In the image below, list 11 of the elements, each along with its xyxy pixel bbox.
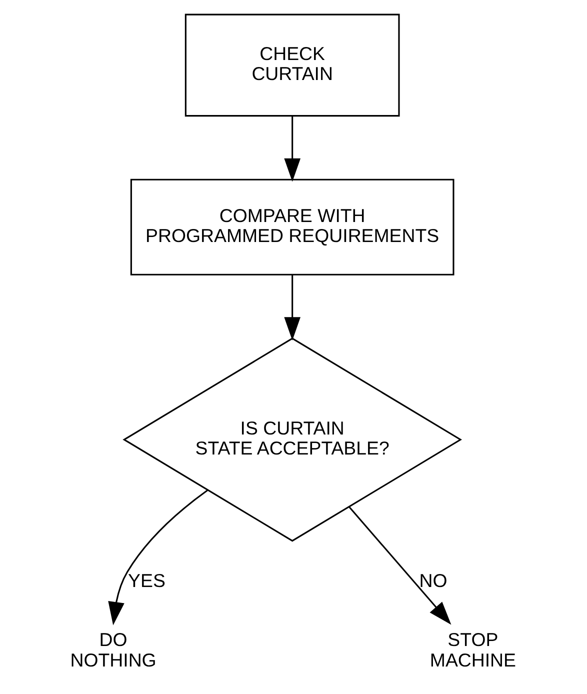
edge-label: NO [419,570,448,591]
node-box: CHECK CURTAIN [184,14,400,117]
arrow [284,274,301,340]
arrow [108,490,208,626]
edge-label: YES [128,570,166,591]
node-text: STOP MACHINE [430,629,516,670]
arrow [348,506,452,625]
node-box: COMPARE WITH PROGRAMMED REQUIREMENTS [130,178,454,276]
node-diamond: IS CURTAIN STATE ACCEPTABLE? [122,338,462,542]
node-text: DO NOTHING [70,629,156,670]
arrow [284,116,301,182]
